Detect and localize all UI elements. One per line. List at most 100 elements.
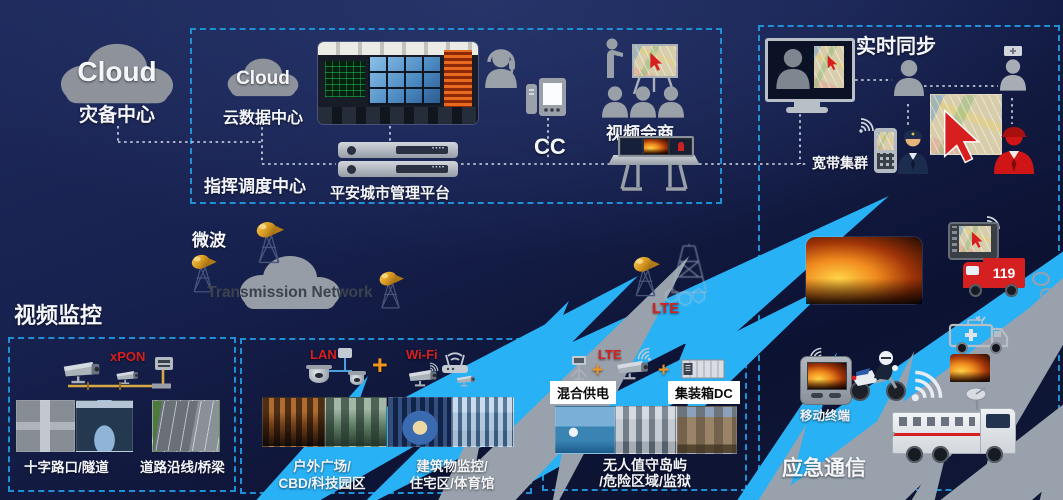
data-cloud-caption: 云数据中心 — [222, 110, 303, 127]
surveillance-caption-left: 十字路口/隧道 — [24, 460, 109, 475]
lte-core-label: LTE — [652, 300, 680, 317]
handset-screen — [877, 132, 894, 150]
truck-wheel — [932, 446, 949, 463]
photo-intersection — [16, 400, 75, 452]
control-room-videowall — [368, 57, 440, 105]
control-room-data-board — [444, 50, 472, 112]
sync-title: 实时同步 — [856, 36, 936, 58]
microwave-antenna-icon — [377, 270, 405, 309]
person-icon — [894, 60, 924, 96]
trunking-handset — [874, 128, 897, 173]
microwave-antenna-icon — [254, 220, 285, 264]
photo-plaza — [262, 397, 325, 447]
wifi-label: Wi-Fi — [406, 347, 438, 362]
dome-camera-icon — [348, 371, 366, 385]
conf-screen-remote — [621, 139, 642, 154]
control-room-consoles — [318, 107, 478, 124]
photo-stadium — [388, 397, 452, 447]
lan-switch-icon — [338, 348, 352, 358]
container-dc-icon — [681, 359, 725, 379]
exhaust-puffs — [1014, 332, 1034, 358]
campus-caption-left-2: CBD/科技园区 — [278, 476, 366, 491]
photo-cbd — [325, 397, 387, 447]
xpon-label: xPON — [110, 349, 146, 364]
dome-camera-icon — [306, 365, 332, 383]
wifi-icon — [428, 362, 439, 373]
mobile-terminal-label: 移动终端 — [800, 409, 851, 423]
mobile-terminal-icon — [800, 356, 852, 405]
monitor-base — [786, 107, 828, 113]
transmission-label: Transmission Network — [207, 284, 373, 301]
remote-person-silhouette — [776, 49, 810, 89]
truck-wheel — [906, 446, 923, 463]
data-cloud-label: Cloud — [236, 68, 290, 89]
shared-map — [930, 94, 1002, 155]
conference-table-top — [608, 155, 700, 165]
lte-access-label: LTE — [598, 347, 622, 362]
photo-tunnel — [76, 400, 133, 452]
surveillance-title: 视频监控 — [14, 303, 103, 328]
lte-tower-icon — [665, 244, 708, 306]
transmission-cloud — [240, 256, 340, 309]
server-rack-icon — [338, 142, 458, 180]
ip-phone-icon — [526, 78, 566, 116]
wifi-icon — [637, 347, 652, 362]
pole-camera-icon — [570, 356, 588, 380]
xpon-cable — [68, 370, 165, 388]
photo-highway — [152, 400, 220, 452]
onu-box-icon — [155, 357, 173, 370]
truck-wheel — [986, 446, 1003, 463]
audience-person-icon — [630, 86, 656, 118]
photo-hazard-area — [615, 406, 677, 454]
emergency-title: 应急通信 — [782, 457, 866, 480]
cc-label: CC — [534, 134, 566, 159]
microwave-label: 微波 — [192, 231, 226, 250]
satellite-dish-icon — [965, 387, 987, 410]
backup-cloud-caption: 灾备中心 — [78, 105, 155, 126]
control-room-photo — [318, 42, 478, 124]
conference-screens — [618, 136, 694, 157]
nurse-icon — [1000, 46, 1026, 91]
microwave-antenna-icon — [631, 255, 661, 297]
campus-caption-right-1: 建筑物监控/ — [416, 459, 488, 474]
truck-wheel — [969, 284, 982, 297]
backup-cloud-label: Cloud — [77, 56, 157, 87]
relayed-fire-thumbnail — [950, 354, 990, 382]
conf-screen-speaker — [670, 139, 691, 154]
police-icon — [898, 130, 928, 174]
big-map-cursor-icon — [943, 109, 980, 164]
cursor-icon — [827, 55, 837, 70]
handset-keypad — [877, 153, 894, 169]
rack-unit — [338, 142, 458, 158]
firefighter-icon — [994, 127, 1034, 174]
satellite-truck-icon — [878, 386, 1022, 470]
presenter-icon — [606, 38, 623, 78]
photo-prison — [677, 406, 737, 454]
conf-screen-fire — [643, 139, 669, 154]
command-center-box — [190, 28, 722, 204]
container-dc-tag: 集装箱DC — [668, 381, 740, 404]
dotted-links — [117, 79, 1013, 165]
control-room-map-screen — [325, 61, 365, 97]
cursor-icon — [650, 52, 662, 71]
gps-terminal-icon — [948, 222, 999, 260]
campus-caption-left-1: 户外广场/ — [293, 459, 351, 474]
plus-sign: + — [372, 350, 388, 380]
plus-sign: + — [592, 360, 604, 381]
surveillance-caption-right: 道路沿线/桥梁 — [140, 460, 225, 475]
cable-ticks — [87, 382, 121, 390]
control-room-ceiling — [318, 42, 478, 55]
trunking-label: 宽带集群 — [812, 155, 868, 171]
monitor-neck — [794, 99, 820, 107]
conference-table-legs — [620, 164, 688, 191]
audience-person-icon — [658, 86, 684, 118]
photo-residential — [452, 397, 514, 447]
exhaust-puffs — [1032, 272, 1054, 300]
fire-number: 119 — [992, 265, 1016, 281]
router-icon — [442, 352, 468, 373]
ambulance-icon — [948, 316, 1009, 354]
cctv-camera-icon — [62, 360, 101, 384]
telepresence-monitor — [765, 38, 855, 102]
truck-wheel — [1005, 284, 1018, 297]
